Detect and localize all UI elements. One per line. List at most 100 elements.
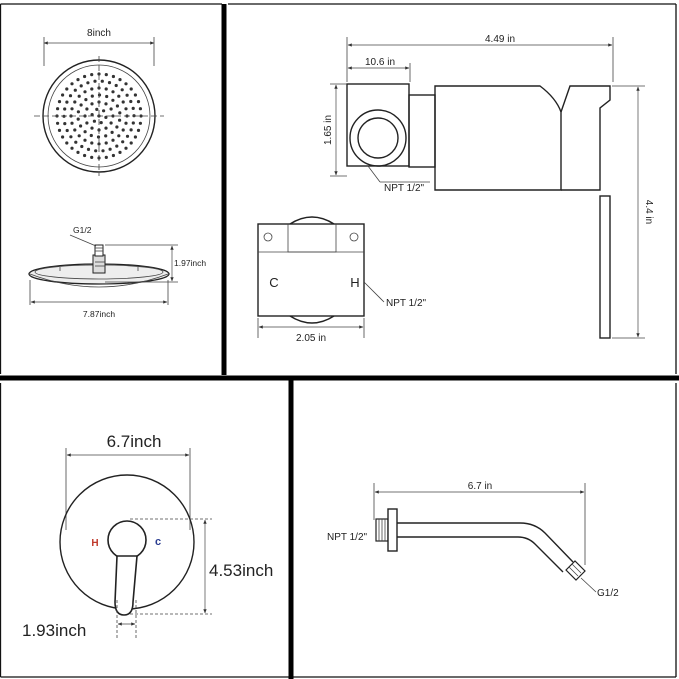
nozzle-dot — [129, 99, 133, 104]
nozzle-dot — [86, 147, 91, 151]
valve-cold-label: C — [269, 275, 278, 290]
nozzle-dot — [100, 79, 104, 83]
nozzle-dot — [131, 106, 135, 110]
nozzle-dot — [61, 135, 65, 139]
shower-arm-drawing — [375, 508, 586, 581]
nozzle-dot — [90, 87, 94, 91]
nozzle-dot — [90, 126, 94, 130]
nozzle-dot — [74, 140, 78, 144]
nozzle-dot — [76, 78, 80, 82]
nozzle-dot — [90, 155, 94, 159]
nozzle-dot — [124, 107, 128, 111]
nozzle-dot — [129, 141, 133, 145]
nozzle-dot — [104, 155, 108, 159]
shower-head-connector-label: G1/2 — [73, 225, 92, 235]
nozzle-dot — [73, 88, 77, 92]
nozzle-dot — [84, 98, 88, 102]
nozzle-dot — [118, 118, 122, 122]
nozzle-dot — [85, 121, 89, 125]
nozzle-dot — [85, 107, 89, 111]
nozzle-dot — [79, 103, 83, 107]
nozzle-dot — [76, 117, 80, 121]
nozzle-dot — [90, 141, 94, 145]
arm-head-end-label: G1/2 — [597, 588, 619, 599]
nozzle-dot — [121, 128, 125, 132]
nozzle-dot — [57, 100, 62, 104]
nozzle-dot — [104, 126, 108, 130]
nozzle-dot — [69, 135, 73, 139]
nozzle-dot — [70, 146, 74, 150]
nozzle-dot — [136, 128, 141, 132]
nozzle-dot — [136, 100, 141, 104]
shower-head-diameter-label: 8inch — [87, 28, 111, 39]
trim-handle-width-label: 1.93inch — [22, 621, 86, 640]
nozzle-dot — [121, 140, 125, 144]
nozzle-dot — [109, 121, 113, 125]
nozzle-dot — [95, 107, 99, 111]
nozzle-dot — [94, 149, 98, 153]
nozzle-dot — [121, 100, 125, 104]
nozzle-dot — [104, 141, 108, 145]
trim-plate-panel: 6.7inch H c 4.53inch 1.93inch — [22, 432, 273, 640]
shower-head-width-label: 7.87inch — [83, 309, 115, 319]
nozzle-dot — [90, 102, 94, 106]
valve-body-panel: 4.49 in 10.6 in 1.65 in NPT 1/2" 4.4 in — [257, 34, 654, 344]
arm-length-label: 6.7 in — [468, 481, 492, 492]
nozzle-dot — [129, 128, 133, 132]
nozzle-dot — [115, 125, 119, 129]
nozzle-dot — [79, 124, 83, 128]
nozzle-dot — [76, 150, 80, 154]
nozzle-dot — [124, 82, 128, 86]
nozzle-dot — [83, 130, 87, 134]
nozzle-dot — [73, 128, 77, 132]
nozzle-dot — [65, 128, 69, 133]
nozzle-dot — [102, 109, 106, 113]
nozzle-dot — [111, 90, 115, 94]
nozzle-dot — [104, 102, 108, 106]
nozzle-dot — [118, 111, 122, 115]
nozzle-dot — [129, 87, 133, 91]
nozzle-dot — [115, 104, 119, 108]
nozzle-dot — [56, 107, 60, 111]
nozzle-dot — [61, 93, 65, 97]
nozzle-dot — [63, 122, 67, 126]
nozzle-dot — [70, 82, 74, 86]
valve-body-width-label: 10.6 in — [365, 57, 395, 68]
nozzle-dot — [70, 107, 74, 111]
nozzle-dot — [63, 107, 67, 111]
shower-head-side-view — [28, 244, 170, 288]
nozzle-dot — [111, 138, 115, 142]
panel-frames — [0, 3, 679, 679]
nozzle-dot — [111, 114, 115, 118]
shower-head-panel: 8inch G1/2 1.97inch — [28, 28, 206, 319]
nozzle-dot — [133, 135, 137, 139]
shower-head-face — [34, 56, 164, 176]
nozzle-dot — [138, 107, 142, 111]
nozzle-dot — [70, 121, 74, 125]
nozzle-dot — [104, 115, 108, 119]
nozzle-dot — [110, 130, 114, 134]
nozzle-dot — [111, 153, 115, 158]
nozzle-dot — [90, 94, 94, 98]
nozzle-dot — [125, 134, 130, 138]
valve-bottom-width-label: 2.05 in — [296, 333, 326, 344]
nozzle-dot — [56, 121, 60, 125]
nozzle-dot — [111, 98, 115, 102]
valve-total-width-label: 4.49 in — [485, 34, 515, 45]
nozzle-dot — [99, 121, 103, 125]
nozzle-dot — [124, 121, 128, 125]
nozzle-dot — [92, 119, 96, 123]
nozzle-dot — [105, 94, 109, 99]
nozzle-dot — [77, 134, 81, 138]
nozzle-dot — [104, 87, 108, 91]
nozzle-dot — [111, 74, 115, 79]
nozzle-dot — [90, 113, 94, 117]
valve-side-inlet-label: NPT 1/2" — [384, 183, 424, 194]
nozzle-dot — [83, 138, 87, 142]
trim-hot-label: H — [91, 538, 98, 549]
valve-body-height-label: 1.65 in — [323, 115, 334, 145]
nozzle-dot — [107, 81, 112, 85]
nozzle-dot — [68, 94, 73, 98]
nozzle-dot — [108, 147, 112, 151]
